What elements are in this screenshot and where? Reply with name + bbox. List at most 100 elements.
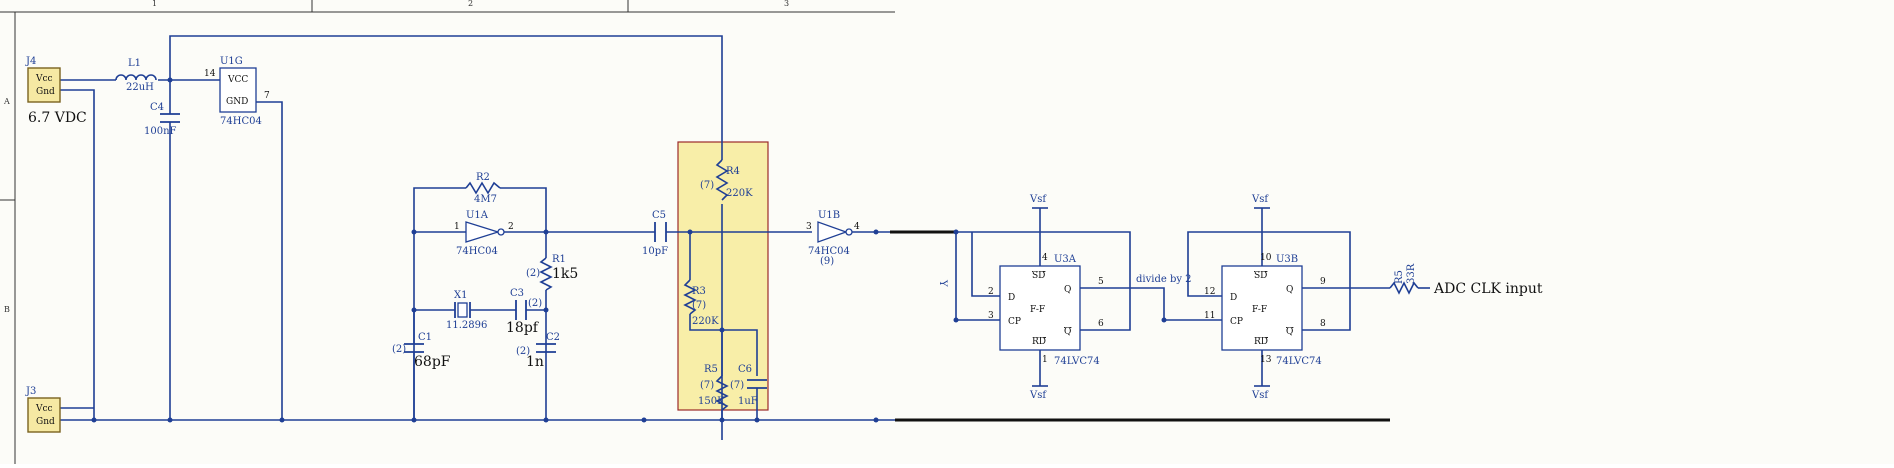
c4-ref: C4 xyxy=(150,102,164,113)
r5-ref: R5 xyxy=(704,364,718,375)
u3b-qn: Q xyxy=(1286,327,1293,337)
u3b-vsf-top: Vsf xyxy=(1251,194,1269,205)
r5b-value: 33R xyxy=(1406,263,1417,284)
u3a-d: D xyxy=(1008,293,1015,303)
u1a-pin-out: 2 xyxy=(508,222,514,232)
l1-ref: L1 xyxy=(128,58,141,69)
c1-count: (2) xyxy=(392,344,406,355)
row-a: A xyxy=(3,97,10,106)
u3b-rd: RD xyxy=(1254,337,1268,347)
sheet-border: 1 2 3 A B xyxy=(0,0,895,464)
r4-count: (7) xyxy=(700,180,714,191)
capacitor-c3: C3 (2) 18pf xyxy=(506,288,542,336)
r4-value: 220K xyxy=(726,188,753,199)
u1g-part: 74HC04 xyxy=(220,116,262,127)
u1b-part: 74HC04 xyxy=(808,246,850,257)
c2-ref: C2 xyxy=(546,332,560,343)
capacitor-c6: C6 (7) 1uF xyxy=(730,364,767,420)
c3-count: (2) xyxy=(528,298,542,309)
u3a-rd: RD xyxy=(1032,337,1046,347)
c1-ref: C1 xyxy=(418,332,432,343)
u3b-sd: SD xyxy=(1254,271,1267,281)
u1b-pin-in: 3 xyxy=(806,222,812,232)
u3b-vsf-bottom: Vsf xyxy=(1251,390,1269,401)
u3b-cp: CP xyxy=(1230,317,1243,327)
connector-j4: J4 Vcc Gnd 6.7 VDC xyxy=(25,56,87,126)
u3a-q: Q xyxy=(1064,285,1071,295)
r3-value: 220K xyxy=(692,316,719,327)
flipflop-u3a: U3A D CP Q Q SD RD F-F 2 3 5 6 4 1 74LVC… xyxy=(988,194,1104,401)
divide-label: divide by 2 xyxy=(1136,274,1192,285)
u3a-vsf-top: Vsf xyxy=(1029,194,1047,205)
u3a-vsf-bottom: Vsf xyxy=(1029,390,1047,401)
u1a-ref: U1A xyxy=(466,210,489,221)
u3b-pin-qn: 8 xyxy=(1320,319,1326,329)
adc-clk-label: ADC CLK input xyxy=(1433,281,1543,297)
u3b-pin-q: 9 xyxy=(1320,277,1326,287)
ny-label: Y xyxy=(937,279,948,287)
x1-ref: X1 xyxy=(454,290,467,301)
r5-value: 150K xyxy=(698,396,725,407)
u1b-count: (9) xyxy=(820,256,834,267)
u3b-part: 74LVC74 xyxy=(1276,356,1322,367)
capacitor-c2: C2 (2) 1n xyxy=(516,332,560,370)
crystal-x1: X1 11.2896 xyxy=(446,290,487,331)
resistor-r1: R1 (2) 1k5 xyxy=(526,254,578,291)
c2-value: 1n xyxy=(526,354,544,370)
ic-u1g: U1G VCC GND 14 7 74HC04 xyxy=(204,56,270,127)
c3-ref: C3 xyxy=(510,288,524,299)
capacitor-c1: C1 (2) 68pF xyxy=(392,310,451,420)
r3-count: (7) xyxy=(692,300,706,311)
supply-voltage-label: 6.7 VDC xyxy=(28,110,87,126)
u1g-pin7: 7 xyxy=(264,91,270,101)
u1b-ref: U1B xyxy=(818,210,840,221)
r2-value: 4M7 xyxy=(474,194,497,205)
u3a-part: 74LVC74 xyxy=(1054,356,1100,367)
r4-ref: R4 xyxy=(726,166,740,177)
u3a-ref: U3A xyxy=(1054,254,1077,265)
r1-count: (2) xyxy=(526,268,540,279)
wires xyxy=(60,35,1430,440)
flipflop-u3b: U3B D CP Q Q SD RD F-F 12 11 9 8 10 13 7… xyxy=(1204,194,1326,401)
u1a-part: 74HC04 xyxy=(456,246,498,257)
capacitor-c4: C4 100nF xyxy=(144,102,180,137)
resistor-r5-output: R5 33R xyxy=(1389,263,1419,295)
u3a-pin-rd: 1 xyxy=(1042,355,1048,365)
inductor-l1: L1 22uH xyxy=(115,58,157,93)
c4-value: 100nF xyxy=(144,126,177,137)
zone-3: 3 xyxy=(784,0,789,8)
x1-value: 11.2896 xyxy=(446,320,487,331)
junctions xyxy=(91,77,1167,423)
u3a-pin-qn: 6 xyxy=(1098,319,1104,329)
c6-ref: C6 xyxy=(738,364,752,375)
u3a-pin-sd: 4 xyxy=(1042,253,1048,263)
resistor-r3: R3 (7) 220K xyxy=(683,279,719,327)
c6-value: 1uF xyxy=(738,396,758,407)
connector-j3: J3 Vcc Gnd xyxy=(25,386,61,433)
r1-ref: R1 xyxy=(552,254,566,265)
j3-pin-gnd: Gnd xyxy=(36,417,55,427)
u3a-pin-d: 2 xyxy=(988,287,994,297)
u1g-gnd: GND xyxy=(226,97,248,107)
j3-pin-vcc: Vcc xyxy=(35,404,53,414)
r5-count: (7) xyxy=(700,380,714,391)
u3b-pin-cp: 11 xyxy=(1204,311,1215,321)
l1-value: 22uH xyxy=(126,82,154,93)
u1g-ref: U1G xyxy=(220,56,243,67)
u3a-cp: CP xyxy=(1008,317,1021,327)
u3a-pin-q: 5 xyxy=(1098,277,1104,287)
u1g-pin14: 14 xyxy=(204,69,216,79)
inverter-u1a: U1A 1 2 74HC04 xyxy=(454,210,514,257)
u3b-pin-sd: 10 xyxy=(1260,253,1272,263)
c6-count: (7) xyxy=(730,380,744,391)
c1-value: 68pF xyxy=(414,354,451,370)
j4-ref: J4 xyxy=(25,56,36,67)
u1g-vcc: VCC xyxy=(227,75,248,85)
u3b-pin-rd: 13 xyxy=(1260,355,1272,365)
u3b-q: Q xyxy=(1286,285,1293,295)
resistor-r5: R5 (7) 150K xyxy=(698,364,729,420)
inverter-u1b: U1B 3 4 74HC04 (9) xyxy=(806,210,860,267)
r2-ref: R2 xyxy=(476,172,490,183)
